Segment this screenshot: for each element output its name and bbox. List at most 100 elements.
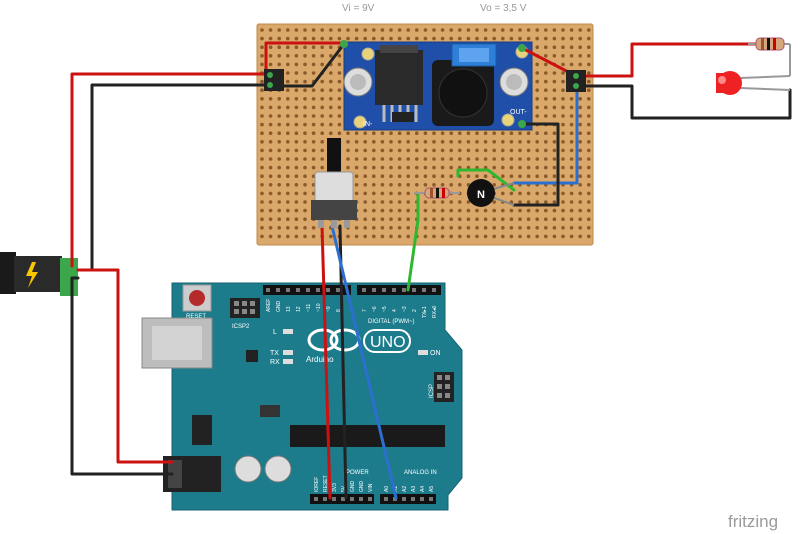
dc-barrel-jack-icon [0, 252, 78, 296]
reset-label: RESET [186, 314, 206, 320]
arduino-logo: UNO Arduino [306, 328, 411, 364]
wire-black-in [272, 42, 346, 88]
header-pin [286, 288, 290, 292]
pin-label: A2 [402, 486, 408, 492]
pin-label: 3V3 [332, 483, 338, 492]
header-pin [323, 497, 327, 501]
pin-label: 2 [412, 309, 418, 312]
pin-label: A0 [384, 486, 390, 492]
wire-black-transistor [512, 122, 560, 207]
pin-label: RX◂0 [432, 306, 438, 318]
header-pin [382, 288, 386, 292]
header-pin [420, 497, 424, 501]
input-terminal-block [264, 69, 284, 91]
buck-converter-module: IN- OUT- [343, 41, 533, 131]
wire-red-pot [320, 224, 332, 500]
header-pin [314, 497, 318, 501]
led-rx-label: RX [270, 359, 280, 366]
uno-label: UNO [370, 334, 406, 351]
led-icon [716, 71, 791, 95]
out-minus-label: OUT- [510, 109, 527, 116]
header-pin [316, 288, 320, 292]
transistor-label: N [477, 189, 485, 201]
pin-label: ~10 [316, 303, 322, 312]
vo-label: Vo = 3,5 V [480, 3, 527, 14]
pin-label: GND [350, 481, 356, 493]
header-pin [402, 288, 406, 292]
header-pin [306, 288, 310, 292]
pin-label: ~5 [382, 306, 388, 312]
header-pin [326, 288, 330, 292]
header-pin [372, 288, 376, 292]
pin-label: ~9 [326, 306, 332, 312]
wire-green-transistor [456, 168, 516, 192]
led-l-label: L [273, 329, 277, 336]
pin-label: 4 [392, 309, 398, 312]
wire-red-arduino [76, 268, 174, 464]
resistor-icon [748, 37, 791, 76]
wire-blue-pot [330, 224, 398, 500]
top-header-right [357, 285, 441, 295]
pin-label: ~6 [372, 306, 378, 312]
header-pin [392, 288, 396, 292]
header-pin [350, 497, 354, 501]
wire-black-supply [90, 83, 267, 270]
pin-label: VIN [368, 483, 374, 492]
arduino-brand-label: Arduino [306, 355, 334, 364]
wire-red-supply [70, 72, 267, 268]
header-pin [411, 497, 415, 501]
regulator-ic [375, 50, 423, 105]
pin-label: TX▸1 [422, 306, 428, 318]
pin-label: ~3 [402, 306, 408, 312]
pin-label: A4 [420, 486, 426, 492]
capacitor-icon [264, 455, 292, 483]
pin-label: AREF [266, 299, 272, 312]
header-pin [362, 288, 366, 292]
header-pin [341, 497, 345, 501]
header-pin [276, 288, 280, 292]
header-pin [368, 497, 372, 501]
header-pin [266, 288, 270, 292]
capacitor-icon [234, 455, 262, 483]
digital-label: DIGITAL (PWM~) [368, 319, 415, 325]
header-pin [429, 497, 433, 501]
fritzing-watermark: fritzing [728, 512, 778, 531]
pin-label: 7 [362, 309, 368, 312]
vi-label: Vi = 9V [342, 3, 375, 14]
transistor-icon: N [467, 179, 515, 207]
wire-black-arduino [70, 276, 174, 476]
lightning-icon [26, 262, 38, 288]
pin-label: A5 [429, 486, 435, 492]
header-pin [422, 288, 426, 292]
header-pin [296, 288, 300, 292]
header-pin [402, 497, 406, 501]
output-terminal-block [566, 70, 586, 92]
analog-in-label: ANALOG IN [404, 470, 437, 476]
pin-label: 13 [286, 306, 292, 312]
resistor-icon [414, 187, 460, 199]
pin-label: ~11 [306, 304, 312, 312]
on-label: ON [430, 350, 441, 357]
wire-blue-strip [512, 86, 579, 185]
pin-label: IOREF [314, 477, 320, 492]
pin-label: 12 [296, 306, 302, 312]
potentiometer-icon [311, 138, 357, 228]
wire-green-signal [406, 193, 420, 292]
header-pin [359, 497, 363, 501]
wire-black-pot [338, 224, 348, 500]
analog-header [380, 494, 436, 504]
icsp-label: ICSP [429, 384, 435, 398]
capacitor-icon [499, 67, 529, 97]
atmega-chip [290, 425, 445, 447]
pin-label: 5V [341, 485, 347, 492]
pin-label: A1 [393, 486, 399, 492]
wire-red-out [520, 42, 758, 78]
pin-label: 8 [336, 309, 342, 312]
header-pin [412, 288, 416, 292]
pin-label: GND [276, 301, 282, 313]
led-tx-label: TX [270, 350, 279, 357]
icsp2-label: ICSP2 [232, 324, 250, 330]
header-pin [432, 288, 436, 292]
